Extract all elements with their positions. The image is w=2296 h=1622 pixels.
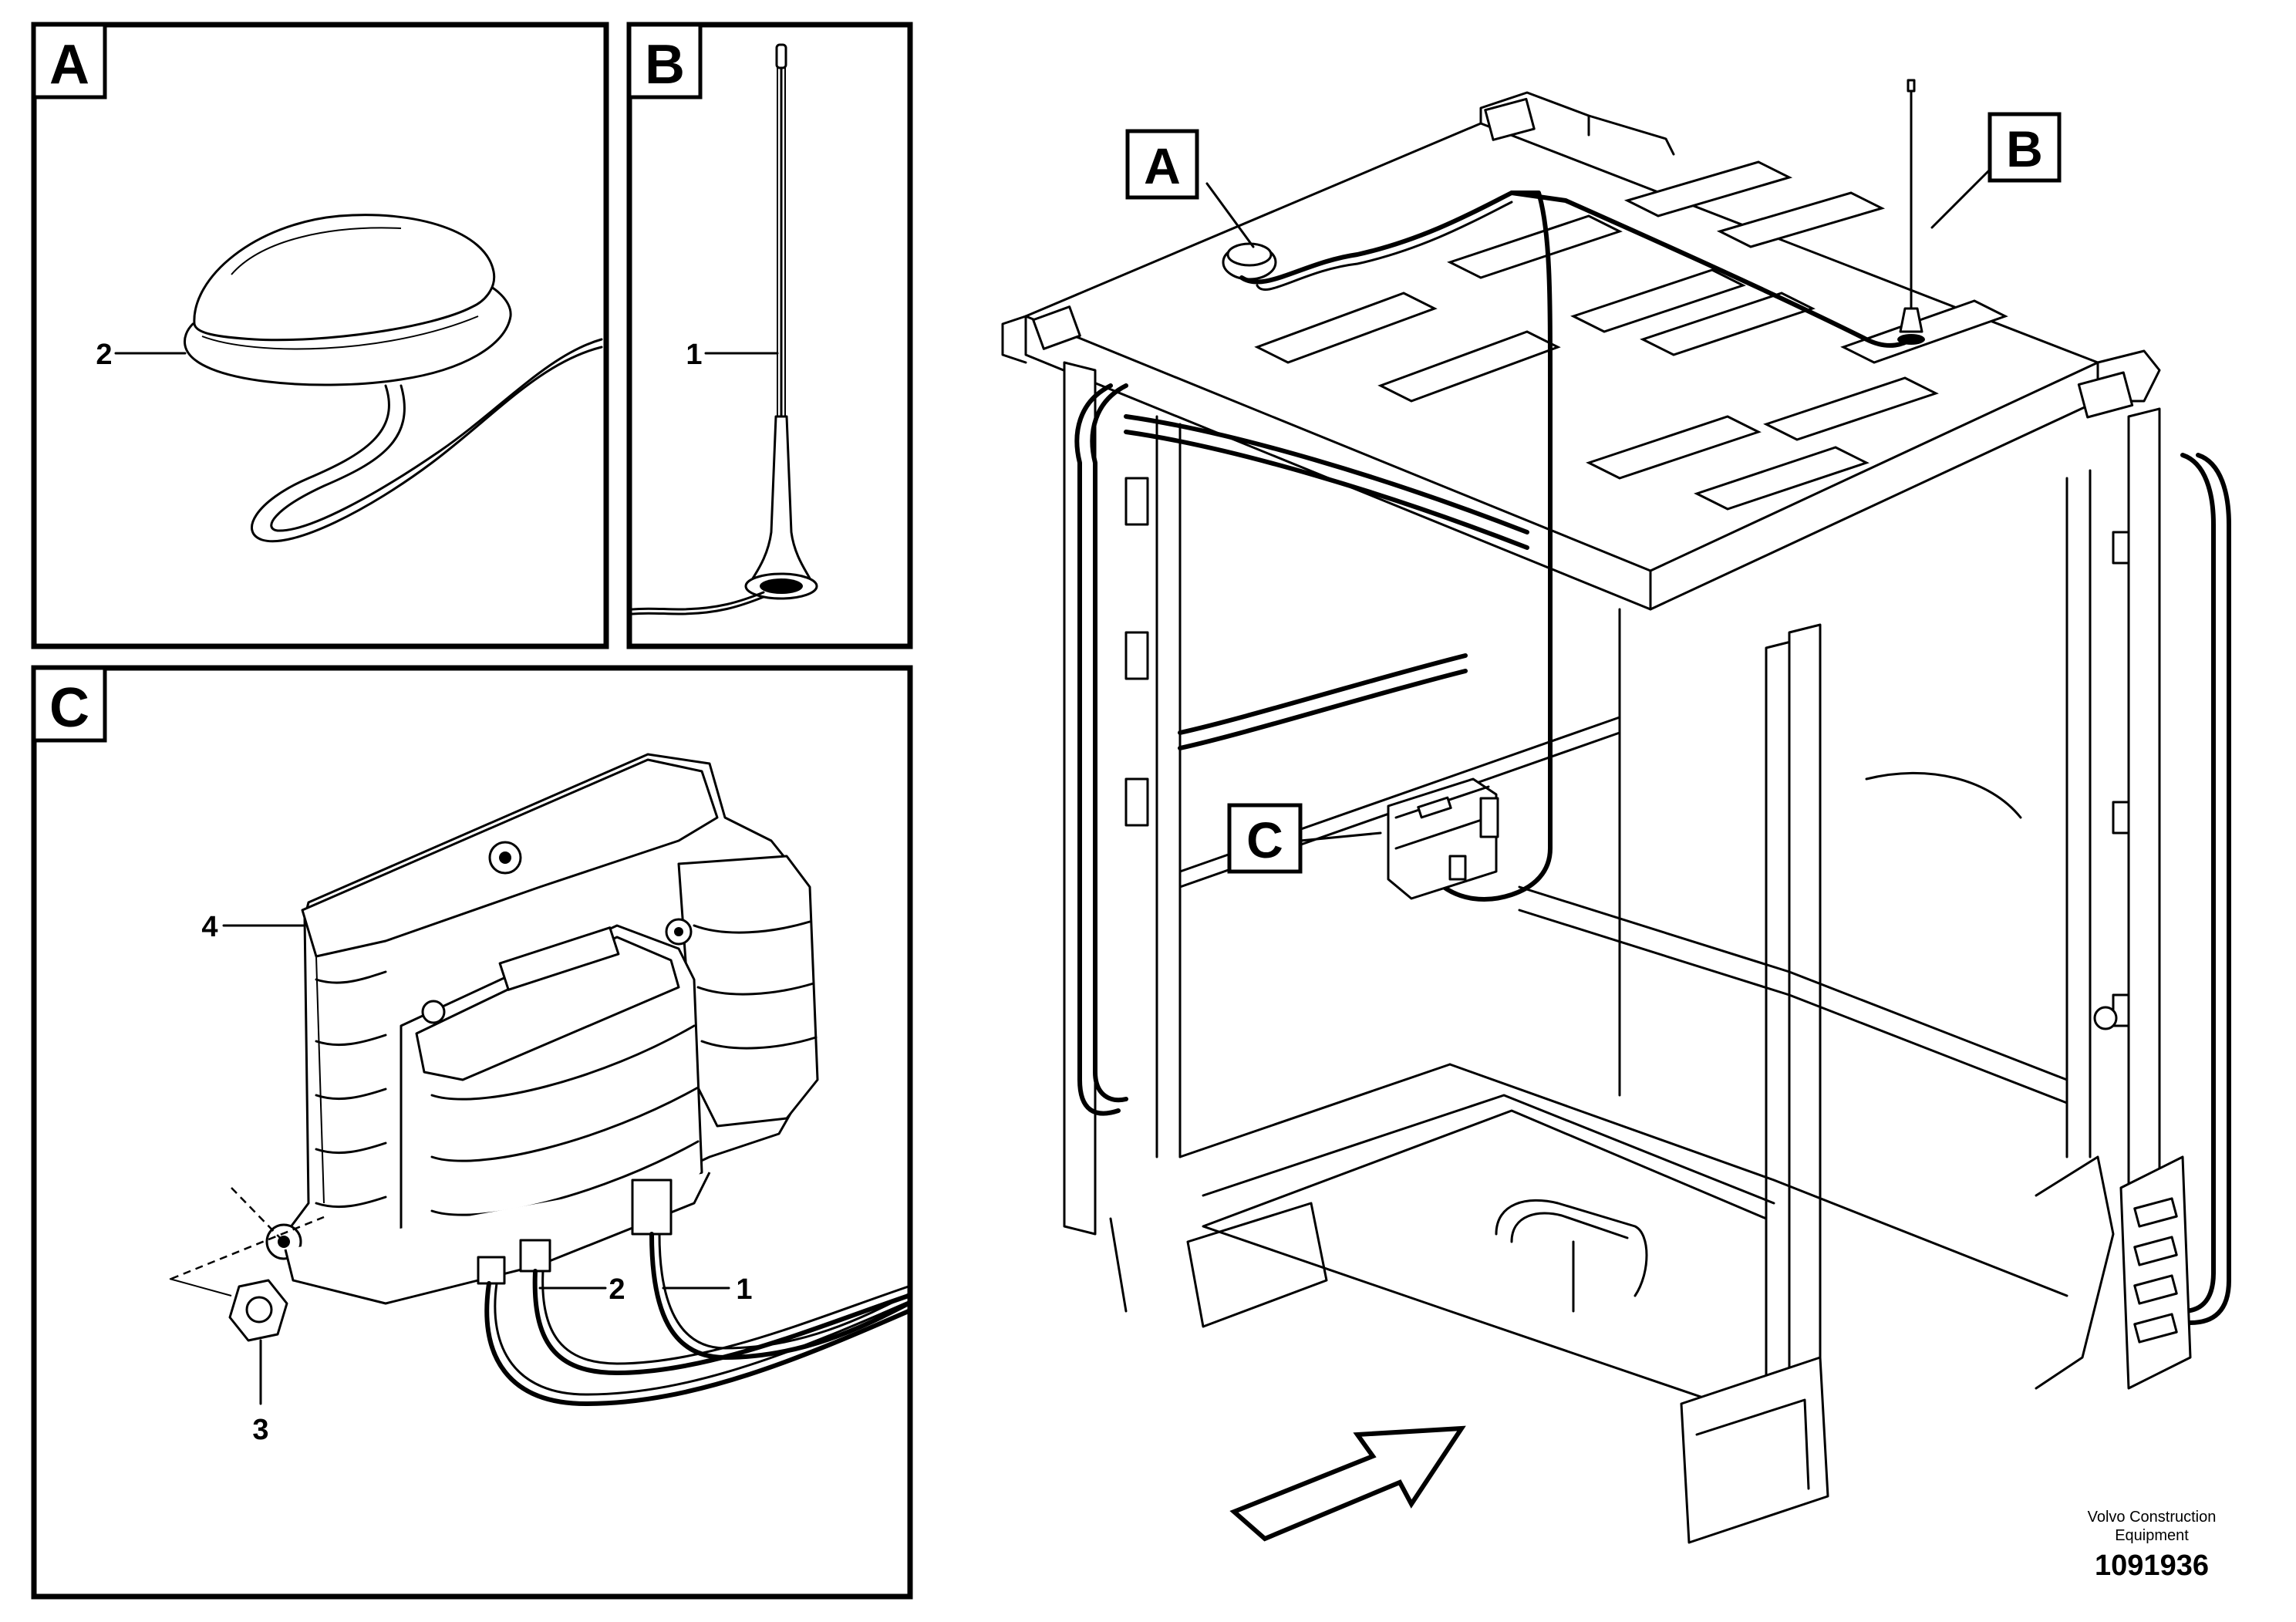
panel-a-frame [31, 22, 609, 649]
panel-b-frame [626, 22, 913, 649]
direction-arrow [1229, 1425, 1466, 1542]
panel-c-letter-box [32, 666, 107, 743]
antenna-cable [1239, 191, 1553, 902]
footer: Volvo Construction Equipment 1091936 [2052, 1508, 2252, 1583]
connector-3 [477, 1256, 506, 1285]
panel-c-callout-4: 4 [201, 911, 217, 943]
overview-callout-c: C [1227, 803, 1382, 874]
panel-b: B 1 [626, 22, 913, 649]
telematics-module-illustration [169, 753, 911, 1406]
panel-c-letter: C [49, 677, 89, 739]
panel-a-letter: A [49, 34, 89, 96]
panel-a-letter-box [32, 22, 107, 99]
panel-b-letter: B [645, 34, 685, 96]
overview-letter-b: B [2006, 120, 2043, 177]
panel-c-frame [31, 665, 913, 1600]
panel-b-letter-box [627, 22, 703, 99]
drawing-number: 1091936 [2095, 1549, 2209, 1582]
cab-frame-overview [1001, 79, 2231, 1544]
rod-antenna-illustration [631, 43, 818, 615]
overview-letter-b-box [1988, 112, 2062, 183]
footer-company-line2: Equipment [2115, 1527, 2189, 1544]
footer-company-line1: Volvo Construction [2087, 1509, 2217, 1526]
overview-callout-a: A [1125, 129, 1255, 248]
panel-b-callout-1: 1 [686, 339, 702, 371]
overview-telematics-module [1387, 777, 1499, 900]
overview-letter-c-box [1227, 803, 1303, 874]
panel-a: A 2 [31, 22, 609, 649]
panel-c: C [31, 665, 913, 1600]
roof-cutouts [1254, 160, 2008, 511]
connector-2 [519, 1239, 551, 1273]
gps-antenna-illustration [184, 214, 603, 543]
overview-letter-a: A [1144, 137, 1181, 194]
overview-letter-c: C [1246, 811, 1283, 868]
overview-callout-b: B [1930, 112, 2062, 229]
panel-c-callout-2: 2 [609, 1273, 625, 1306]
connector-1 [631, 1179, 673, 1236]
panel-c-callout-3: 3 [252, 1414, 268, 1446]
overview-letter-a-box [1125, 129, 1199, 200]
panel-a-callout-2: 2 [96, 339, 112, 371]
panel-c-callout-1: 1 [736, 1273, 752, 1306]
